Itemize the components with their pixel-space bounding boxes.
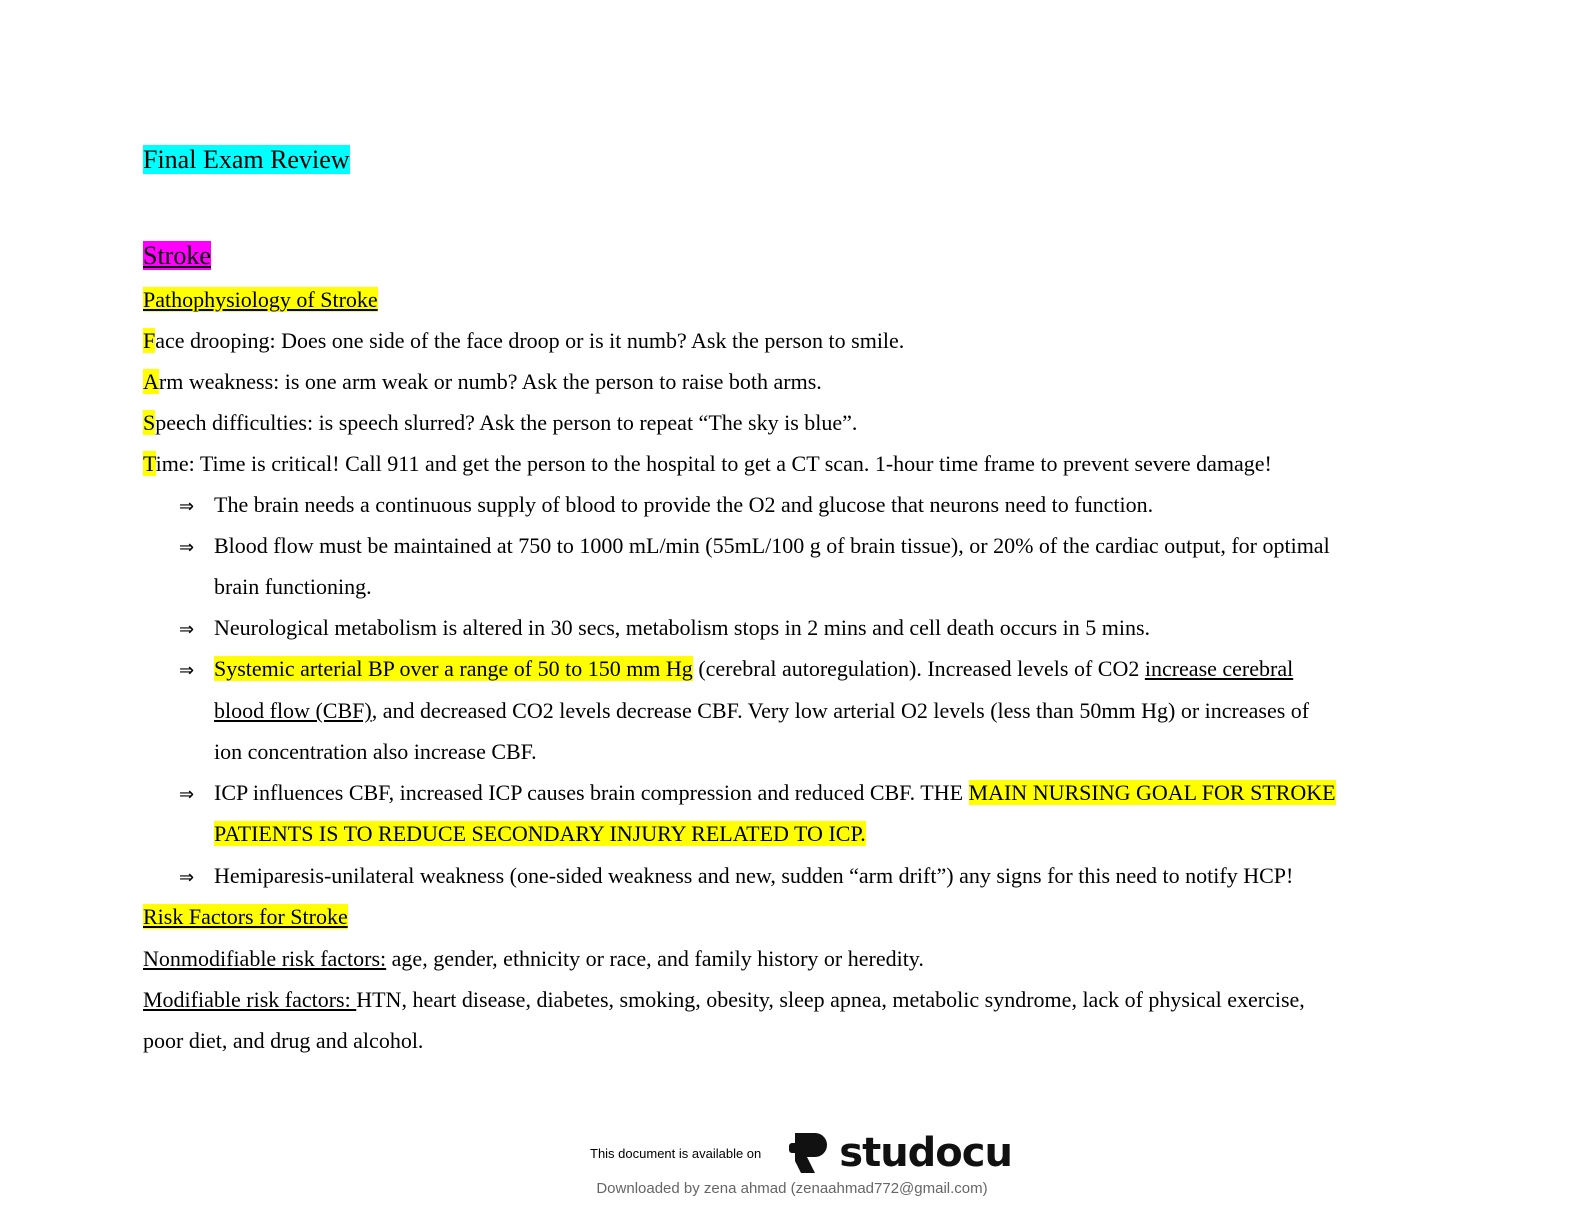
arrow-icon: ⇒ bbox=[179, 537, 195, 558]
modifiable-risk-factors: Modifiable risk factors: HTN, heart dise… bbox=[143, 987, 1305, 1012]
bullet-item: ⇒Hemiparesis-unilateral weakness (one-si… bbox=[179, 861, 1293, 893]
arrow-icon: ⇒ bbox=[179, 867, 195, 888]
arrow-icon: ⇒ bbox=[179, 784, 195, 805]
studocu-logo-icon bbox=[789, 1133, 828, 1173]
fast-item-arm: Arm weakness: is one arm weak or numb? A… bbox=[143, 369, 822, 394]
bullet-item: ⇒ICP influences CBF, increased ICP cause… bbox=[179, 778, 1336, 810]
availability-banner[interactable]: This document is available on studocu bbox=[590, 1128, 1013, 1178]
modifiable-risk-factors-continuation: poor diet, and drug and alcohol. bbox=[143, 1028, 424, 1053]
fast-item-face: Face drooping: Does one side of the face… bbox=[143, 328, 905, 353]
bullet-item: ⇒Blood flow must be maintained at 750 to… bbox=[179, 531, 1330, 563]
arrow-icon: ⇒ bbox=[179, 660, 195, 681]
studocu-brand: studocu bbox=[839, 1130, 1013, 1176]
arrow-icon: ⇒ bbox=[179, 496, 195, 517]
bullet-continuation: PATIENTS IS TO REDUCE SECONDARY INJURY R… bbox=[214, 821, 866, 846]
subsection-heading-risk-factors: Risk Factors for Stroke bbox=[143, 904, 348, 929]
bullet-continuation: brain functioning. bbox=[214, 574, 372, 599]
page-title: Final Exam Review bbox=[143, 145, 350, 174]
bullet-continuation: blood flow (CBF), and decreased CO2 leve… bbox=[214, 698, 1310, 723]
nonmodifiable-risk-factors: Nonmodifiable risk factors: age, gender,… bbox=[143, 946, 924, 971]
bullet-continuation: ion concentration also increase CBF. bbox=[214, 739, 537, 764]
bullet-item: ⇒The brain needs a continuous supply of … bbox=[179, 490, 1153, 522]
bullet-item: ⇒Neurological metabolism is altered in 3… bbox=[179, 613, 1150, 645]
arrow-icon: ⇒ bbox=[179, 619, 195, 640]
bullet-item: ⇒Systemic arterial BP over a range of 50… bbox=[179, 654, 1293, 686]
section-heading-stroke: Stroke bbox=[143, 241, 211, 270]
fast-item-time: Time: Time is critical! Call 911 and get… bbox=[143, 451, 1272, 476]
subsection-heading-pathophysiology: Pathophysiology of Stroke bbox=[143, 287, 378, 312]
download-attribution: Downloaded by zena ahmad (zenaahmad772@g… bbox=[596, 1180, 988, 1197]
fast-item-speech: Speech difficulties: is speech slurred? … bbox=[143, 410, 858, 435]
available-on-text: This document is available on bbox=[590, 1145, 762, 1161]
